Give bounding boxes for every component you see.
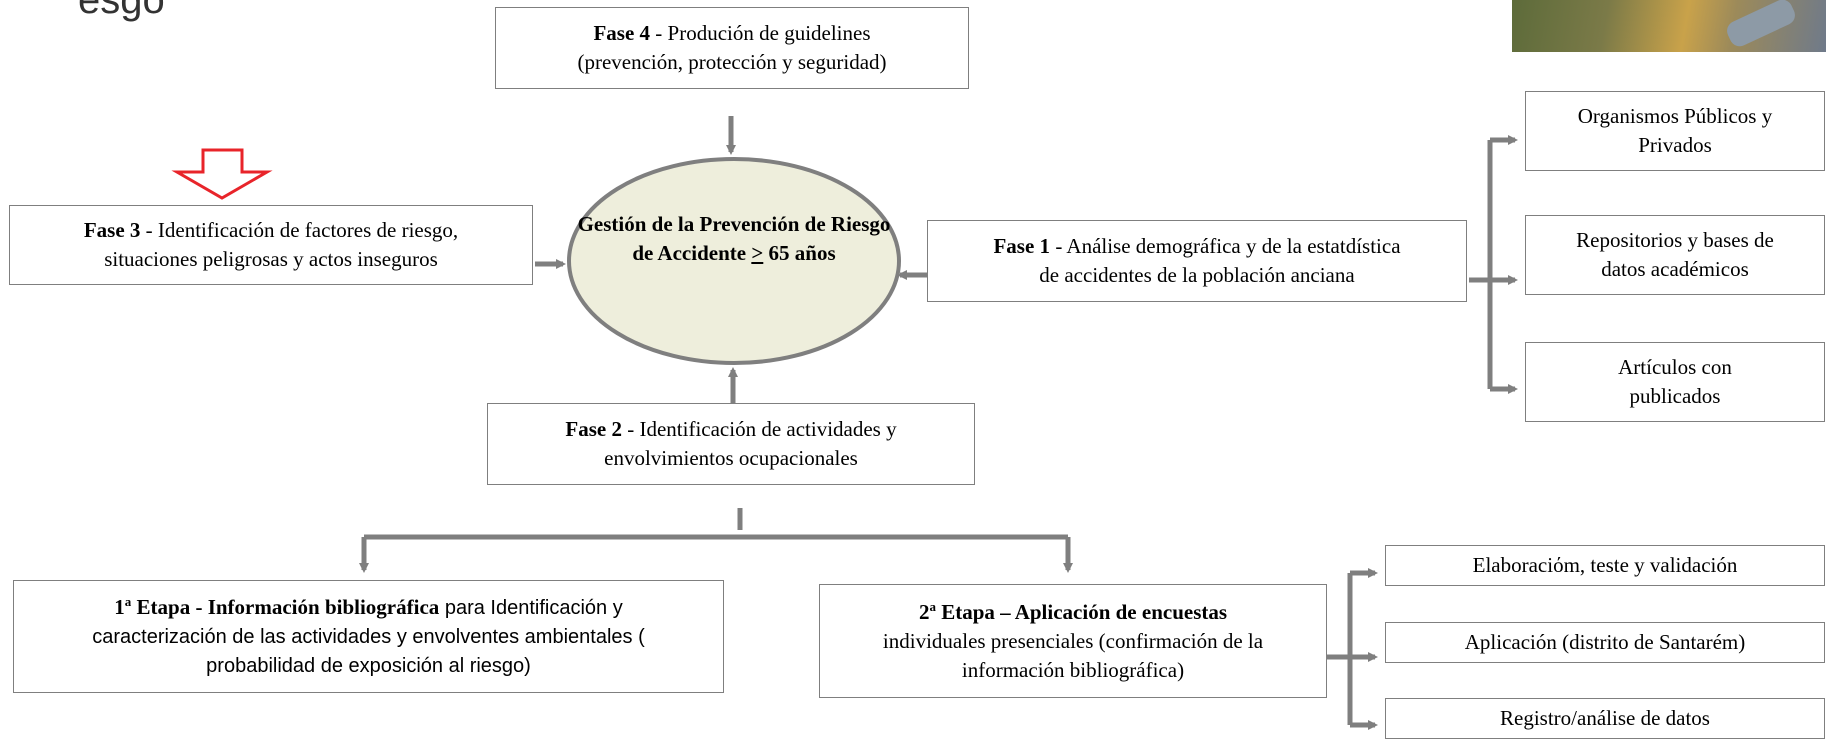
source-1-line2: Privados [1638,133,1712,157]
fase1-line2: de accidentes de la población anciana [1039,263,1355,287]
fase3-line1: - Identificación de factores de riesgo, [140,218,459,242]
fase2-box: Fase 2 - Identificación de actividades y… [487,403,975,485]
etapa2-num: 2 [918,599,930,624]
fase2-line2: envolvimientos ocupacionales [604,446,858,470]
etapa1-label: Etapa - Información bibliográfica [131,594,440,619]
etapa2-sup: a [929,598,936,614]
step-box-2: Aplicación (distrito de Santarém) [1385,622,1825,663]
step-3-label: Registro/análise de datos [1500,706,1710,730]
fase4-line2: (prevención, protección y seguridad) [577,50,887,74]
source-2-line1: Repositorios y bases de [1576,228,1774,252]
center-line3: > 65 años [751,241,835,265]
fase1-box: Fase 1 - Análise demográfica y de la est… [927,220,1467,302]
etapa1-sup: a [124,593,132,609]
step-1-label: Elaboraciόm, teste y validación [1472,553,1738,577]
fase1-label: Fase 1 [993,234,1051,258]
center-line1: Gestión de la Prevención de [577,212,826,236]
etapa2-label: Etapa – Aplicación de encuestas [935,599,1228,624]
step-box-3: Registro/análise de datos [1385,698,1825,739]
etapa2-line2: individuales presenciales (confirmación … [882,628,1264,653]
center-line2: Riesgo de Accidente [632,212,891,265]
photo-thumbnail [1512,0,1826,52]
etapa1-line3: probabilidad de exposición al riesgo) [206,654,531,677]
age-text: 65 años [763,241,836,265]
fase3-line2: situaciones peligrosas y actos inseguros [104,247,438,271]
fase4-line1: - Produción de guidelines [650,21,871,45]
fase1-line1: - Análise demográfica y de la estatdísti… [1050,234,1401,258]
etapa2-line3: información bibliográfica) [961,657,1185,682]
fase2-label: Fase 2 [565,417,622,441]
age-symbol: > [751,241,764,265]
fase4-box: Fase 4 - Produción de guidelines (preven… [495,7,969,89]
center-ellipse [567,157,901,365]
highlight-down-arrow [171,148,273,200]
fase3-box: Fase 3 - Identificación de factores de r… [9,205,533,285]
etapa1-line2: caracterización de las actividades y env… [92,625,645,648]
source-1-line1: Organismos Públicos y [1577,104,1773,128]
source-3-line1: Artículos con [1618,355,1732,379]
etapa2-box: 2a Etapa – Aplicación de encuestas indiv… [819,584,1327,698]
etapa1-num: 1 [114,594,125,619]
source-box-2: Repositorios y bases de datos académicos [1525,215,1825,295]
source-3-line2: publicados [1629,384,1721,408]
step-2-label: Aplicación (distrito de Santarém) [1464,630,1746,654]
etapa1-box: 1a Etapa - Información bibliográfica par… [13,580,724,693]
center-title: Gestión de la Prevención de Riesgo de Ac… [569,210,899,268]
fase4-label: Fase 4 [593,21,651,45]
fase3-label: Fase 3 [83,218,141,242]
slide-title-fragment: esgo [78,0,165,22]
source-box-3: Artículos con publicados [1525,342,1825,422]
fase2-line1: - Identificación de actividades y [621,417,897,441]
etapa1-line1: para Identificación y [439,596,623,619]
step-box-1: Elaboraciόm, teste y validación [1385,545,1825,586]
source-2-line2: datos académicos [1601,257,1749,281]
source-box-1: Organismos Públicos y Privados [1525,91,1825,171]
